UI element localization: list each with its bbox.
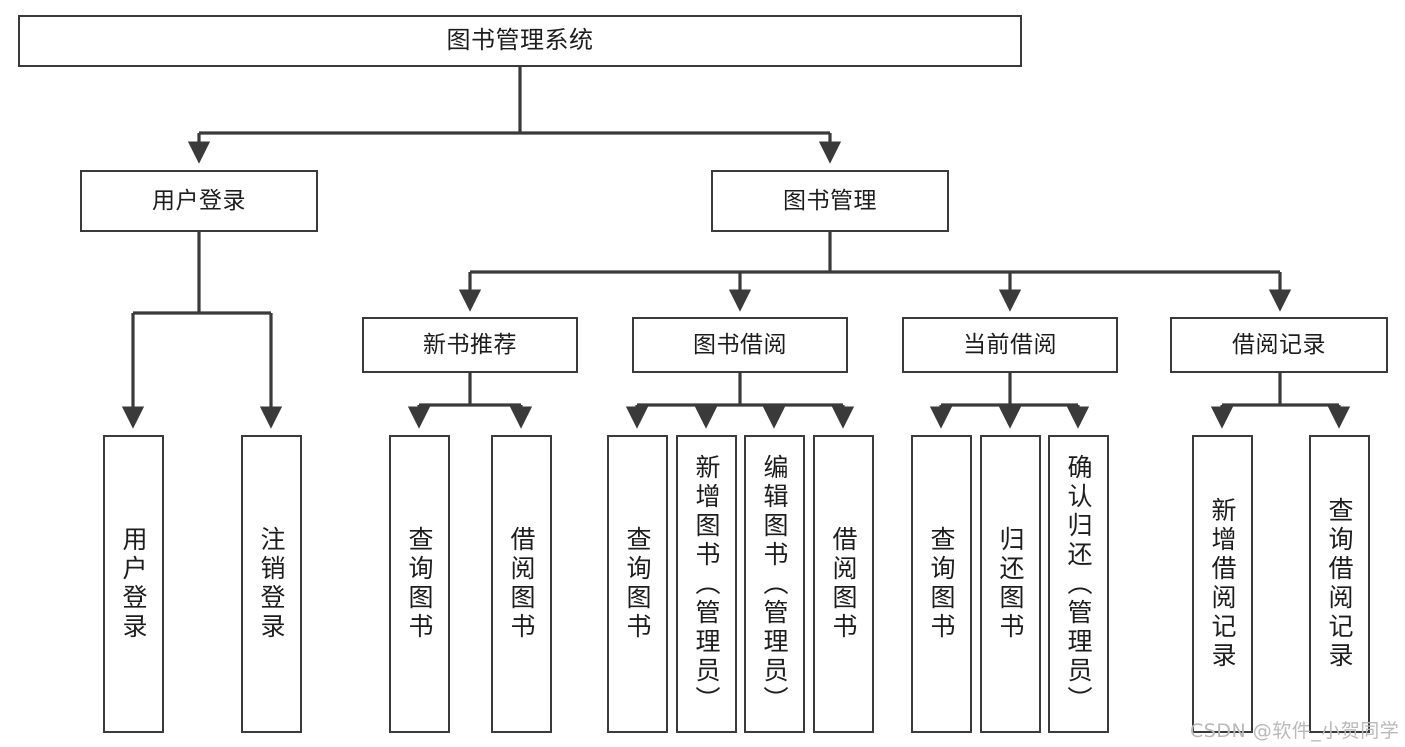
node-label: 注销登录 <box>257 526 286 642</box>
node-root-system[interactable]: 图书管理系统 <box>18 15 1022 67</box>
node-label: 借阅图书 <box>829 526 858 642</box>
node-label: 用户登录 <box>119 526 148 642</box>
node-label: 查询图书 <box>927 526 956 642</box>
node-user-login[interactable]: 用户登录 <box>80 170 318 232</box>
leaf-borrow-book-1[interactable]: 借阅图书 <box>491 435 552 733</box>
node-label: 借阅记录 <box>1232 331 1326 358</box>
node-label: 新增借阅记录 <box>1208 497 1237 671</box>
node-book-management[interactable]: 图书管理 <box>711 170 949 232</box>
node-label: 图书管理系统 <box>446 26 594 55</box>
leaf-query-book-2[interactable]: 查询图书 <box>607 435 668 733</box>
node-new-book-recommend[interactable]: 新书推荐 <box>362 317 578 373</box>
leaf-borrow-book-2[interactable]: 借阅图书 <box>813 435 874 733</box>
node-label: 新书推荐 <box>423 331 517 358</box>
leaf-query-book-3[interactable]: 查询图书 <box>911 435 972 733</box>
node-label: 图书借阅 <box>693 331 787 358</box>
csdn-watermark: CSDN @软件_小贺同学 <box>1190 720 1400 742</box>
leaf-logout-login[interactable]: 注销登录 <box>241 435 302 733</box>
leaf-add-borrow-record[interactable]: 新增借阅记录 <box>1192 435 1253 733</box>
node-current-borrow[interactable]: 当前借阅 <box>902 317 1118 373</box>
node-label: 归还图书 <box>996 526 1025 642</box>
node-book-borrow[interactable]: 图书借阅 <box>632 317 848 373</box>
leaf-query-borrow-record[interactable]: 查询借阅记录 <box>1309 435 1370 733</box>
node-label: 查询图书 <box>623 526 652 642</box>
leaf-user-login[interactable]: 用户登录 <box>103 435 164 733</box>
node-label: 图书管理 <box>783 187 877 214</box>
node-label: 查询图书 <box>405 526 434 642</box>
node-label: 当前借阅 <box>963 331 1057 358</box>
node-label: 确认归还（管理员） <box>1064 453 1093 715</box>
leaf-return-book[interactable]: 归还图书 <box>980 435 1041 733</box>
leaf-add-book-admin[interactable]: 新增图书（管理员） <box>676 435 737 733</box>
leaf-edit-book-admin[interactable]: 编辑图书（管理员） <box>744 435 805 733</box>
node-label: 新增图书（管理员） <box>692 453 721 715</box>
node-label: 用户登录 <box>152 187 246 214</box>
leaf-query-book-1[interactable]: 查询图书 <box>389 435 450 733</box>
node-label: 借阅图书 <box>507 526 536 642</box>
node-label: 编辑图书（管理员） <box>760 453 789 715</box>
leaf-confirm-return-admin[interactable]: 确认归还（管理员） <box>1048 435 1109 733</box>
node-label: 查询借阅记录 <box>1325 497 1354 671</box>
node-borrow-record[interactable]: 借阅记录 <box>1170 317 1388 373</box>
